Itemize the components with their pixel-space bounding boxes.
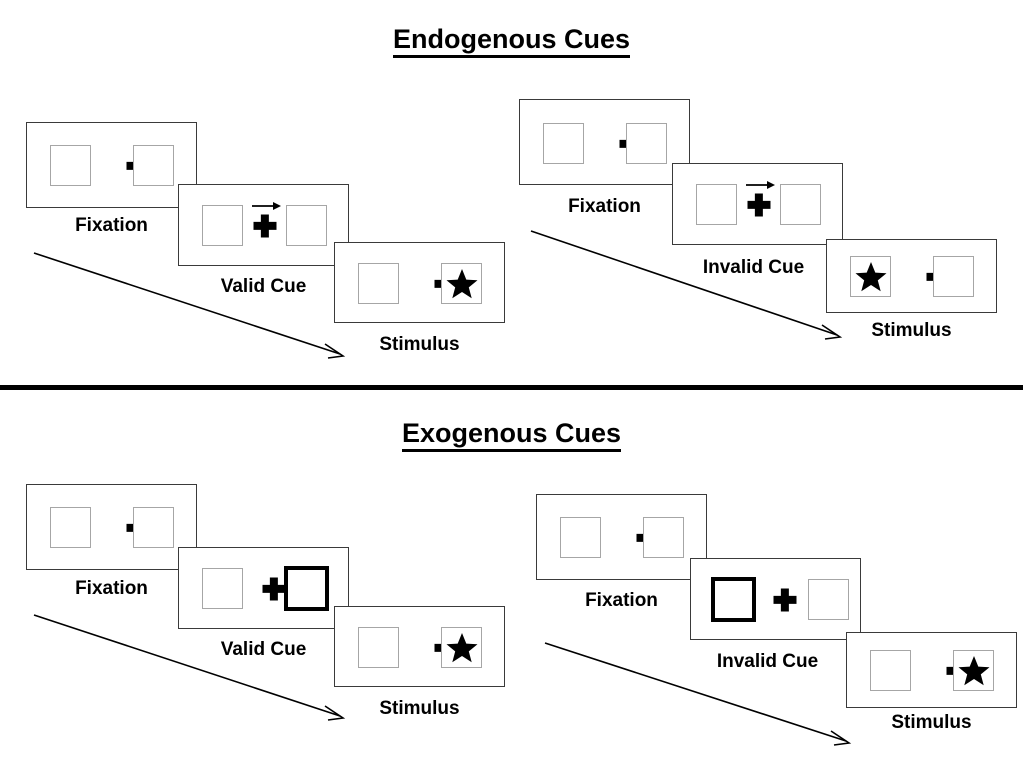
placeholder-box-left	[560, 517, 601, 558]
right-arrow-icon	[745, 179, 775, 191]
placeholder-box-right	[286, 205, 327, 246]
placeholder-box-right	[933, 256, 974, 297]
panel-label-valid-cue: Valid Cue	[220, 276, 307, 297]
star-icon	[446, 632, 478, 663]
placeholder-box-left	[202, 568, 243, 609]
panel-exogenous-invalid-stimulus	[846, 632, 1017, 708]
section-title-endogenous-text: Endogenous Cues	[392, 24, 630, 58]
section-title-exogenous: Exogenous Cues	[0, 418, 1023, 452]
diagonal-arrow-icon	[32, 612, 352, 727]
placeholder-box-left	[358, 263, 399, 304]
panel-label-fixation: Fixation	[585, 590, 658, 611]
panel-inner	[179, 185, 348, 265]
panel-inner	[691, 559, 860, 639]
star-icon	[958, 655, 990, 686]
panel-endogenous-invalid-cue	[672, 163, 843, 245]
placeholder-box-right	[780, 184, 821, 225]
panel-inner	[537, 495, 706, 579]
panel-inner	[827, 240, 996, 312]
panel-label-valid-cue: Valid Cue	[220, 639, 307, 660]
star-icon	[855, 261, 887, 292]
placeholder-box-left	[543, 123, 584, 164]
panel-label-fixation: Fixation	[568, 196, 641, 217]
panel-inner	[335, 243, 504, 322]
star-icon	[446, 268, 478, 299]
panel-endogenous-valid-stimulus	[334, 242, 505, 323]
panel-inner	[673, 164, 842, 244]
placeholder-box-left	[870, 650, 911, 691]
right-arrow-icon	[251, 200, 281, 212]
placeholder-box-right	[808, 579, 849, 620]
panel-inner	[27, 485, 196, 569]
panel-label-fixation: Fixation	[75, 578, 148, 599]
panel-inner	[179, 548, 348, 628]
placeholder-box-right	[953, 650, 994, 691]
plus-icon	[253, 214, 276, 237]
section-divider	[0, 385, 1023, 390]
panel-label-invalid-cue: Invalid Cue	[702, 257, 805, 278]
panel-label-stimulus: Stimulus	[891, 712, 972, 733]
placeholder-box-right	[133, 145, 174, 186]
placeholder-box-left	[50, 145, 91, 186]
panel-endogenous-valid-fixation	[26, 122, 197, 208]
panel-label-stimulus: Stimulus	[379, 698, 460, 719]
panel-label-stimulus: Stimulus	[871, 320, 952, 341]
placeholder-box-left	[50, 507, 91, 548]
panel-label-invalid-cue: Invalid Cue	[716, 651, 819, 672]
panel-exogenous-invalid-cue	[690, 558, 861, 640]
placeholder-box-left	[850, 256, 891, 297]
panel-label-fixation: Fixation	[75, 215, 148, 236]
plus-icon	[747, 193, 770, 216]
box-highlight-icon	[284, 566, 329, 611]
diagonal-arrow-icon	[529, 228, 849, 346]
panel-endogenous-invalid-stimulus	[826, 239, 997, 313]
panel-label-stimulus: Stimulus	[379, 334, 460, 355]
panel-inner	[520, 100, 689, 184]
placeholder-box-right	[643, 517, 684, 558]
plus-icon	[773, 588, 796, 611]
panel-inner	[335, 607, 504, 686]
placeholder-box-left	[358, 627, 399, 668]
placeholder-box-left	[696, 184, 737, 225]
panel-inner	[847, 633, 1016, 707]
section-title-exogenous-text: Exogenous Cues	[401, 418, 622, 452]
panel-exogenous-valid-cue	[178, 547, 349, 629]
panel-endogenous-invalid-fixation	[519, 99, 690, 185]
panel-inner	[27, 123, 196, 207]
placeholder-box-right	[441, 627, 482, 668]
panel-endogenous-valid-cue	[178, 184, 349, 266]
diagonal-arrow-icon	[32, 250, 352, 365]
section-title-endogenous: Endogenous Cues	[0, 24, 1023, 58]
box-highlight-icon	[711, 577, 756, 622]
plus-icon	[262, 577, 285, 600]
panel-exogenous-valid-fixation	[26, 484, 197, 570]
panel-exogenous-invalid-fixation	[536, 494, 707, 580]
placeholder-box-left	[202, 205, 243, 246]
panel-exogenous-valid-stimulus	[334, 606, 505, 687]
placeholder-box-right	[133, 507, 174, 548]
placeholder-box-right	[626, 123, 667, 164]
placeholder-box-right	[441, 263, 482, 304]
